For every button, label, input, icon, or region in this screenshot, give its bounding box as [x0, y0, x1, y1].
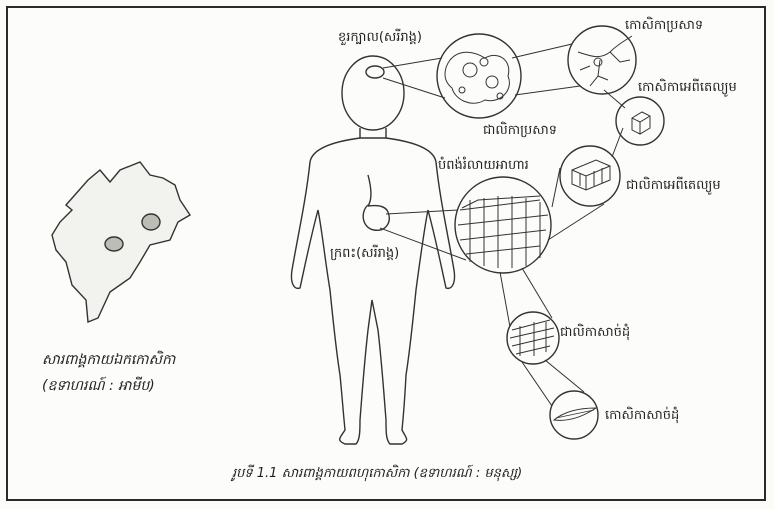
muscle-cell-circle	[550, 391, 598, 439]
brain-icon	[366, 66, 384, 78]
epithelial-cell-label: កោសិកាអេពីតេល្យូម	[638, 80, 737, 96]
amoeba-vacuole-icon	[142, 214, 160, 230]
amoeba-nucleus-icon	[105, 237, 123, 251]
epithelial-cell-circle	[616, 97, 664, 145]
digestive-tube-label: បំពង់រំលាយអាហារ	[438, 158, 529, 174]
muscle-tissue-circle	[507, 312, 559, 364]
figure-caption: រូបទី 1.1 សារពាង្គកាយពហុកោសិកា (ឧទាហរណ៍ …	[232, 466, 522, 482]
digestive-tube-icon	[368, 175, 371, 206]
epithelial-tissue-circle	[560, 146, 620, 206]
stomach-icon	[363, 205, 389, 230]
unicellular-caption: សារពាង្គកាយឯកកោសិកា	[42, 352, 175, 368]
muscle-cell-label: កោសិកាសាច់ដុំ	[605, 408, 679, 424]
stomach-organ-label: ក្រពះ(សរីរាង្គ)	[330, 246, 399, 262]
unicellular-example: (ឧទាហរណ៍ : អាមីប)	[42, 378, 155, 394]
nerve-cell-label: កោសិកាប្រសាទ	[625, 18, 703, 34]
stomach-tissue-circle	[455, 177, 551, 273]
epithelial-tissue-label: ជាលិកាអេពីតេល្យូម	[626, 178, 721, 194]
brain-organ-label: ខួរក្បាល(សរីរាង្គ)	[338, 30, 422, 46]
muscle-tissue-label: ជាលិកាសាច់ដុំ	[560, 325, 630, 341]
nerve-tissue-label: ជាលិកាប្រសាទ	[483, 123, 557, 139]
